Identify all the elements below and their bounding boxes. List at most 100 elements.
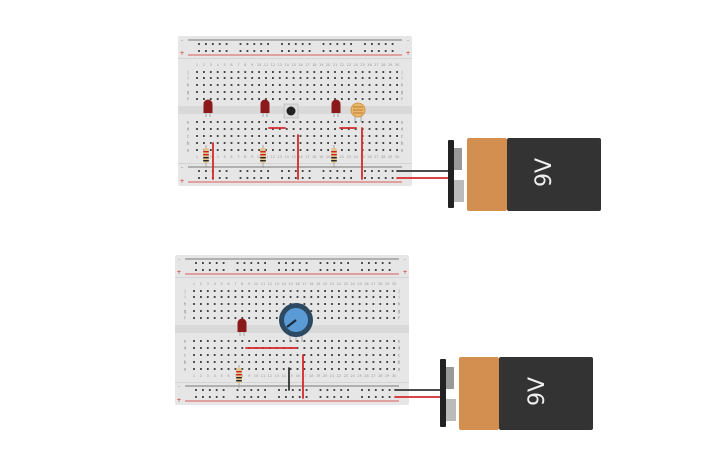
- terminal-hole[interactable]: [292, 128, 295, 130]
- terminal-hole[interactable]: [393, 368, 395, 370]
- terminal-hole[interactable]: [285, 135, 288, 137]
- terminal-hole[interactable]: [347, 121, 350, 123]
- terminal-hole[interactable]: [341, 149, 343, 151]
- rail-hole[interactable]: [260, 170, 263, 172]
- terminal-hole[interactable]: [324, 340, 326, 342]
- terminal-hole[interactable]: [361, 77, 364, 79]
- terminal-hole[interactable]: [389, 91, 392, 93]
- rail-hole[interactable]: [281, 43, 283, 45]
- terminal-hole[interactable]: [275, 296, 278, 298]
- terminal-hole[interactable]: [327, 128, 329, 130]
- rail-hole[interactable]: [239, 170, 242, 172]
- terminal-hole[interactable]: [396, 84, 398, 86]
- terminal-hole[interactable]: [255, 340, 257, 342]
- rail-hole[interactable]: [215, 389, 218, 391]
- rail-hole[interactable]: [294, 50, 297, 52]
- terminal-hole[interactable]: [317, 340, 320, 342]
- terminal-hole[interactable]: [251, 84, 254, 86]
- rail-hole[interactable]: [368, 389, 370, 391]
- rail-hole[interactable]: [384, 50, 387, 52]
- terminal-hole[interactable]: [248, 310, 251, 312]
- terminal-hole[interactable]: [317, 361, 320, 363]
- terminal-hole[interactable]: [317, 354, 320, 356]
- terminal-hole[interactable]: [368, 128, 371, 130]
- rail-hole[interactable]: [340, 269, 343, 271]
- terminal-hole[interactable]: [285, 128, 288, 130]
- terminal-hole[interactable]: [258, 91, 260, 93]
- rail-hole[interactable]: [319, 396, 322, 398]
- rail-hole[interactable]: [208, 396, 211, 398]
- rail-hole[interactable]: [374, 396, 377, 398]
- terminal-hole[interactable]: [265, 91, 267, 93]
- terminal-hole[interactable]: [338, 340, 340, 342]
- terminal-hole[interactable]: [317, 347, 320, 349]
- terminal-hole[interactable]: [310, 303, 313, 305]
- terminal-hole[interactable]: [248, 361, 251, 363]
- terminal-hole[interactable]: [358, 354, 361, 356]
- terminal-hole[interactable]: [396, 149, 398, 151]
- terminal-hole[interactable]: [382, 149, 385, 151]
- led[interactable]: [203, 99, 213, 118]
- terminal-hole[interactable]: [292, 98, 295, 100]
- terminal-hole[interactable]: [275, 317, 278, 319]
- terminal-hole[interactable]: [278, 91, 281, 93]
- rail-hole[interactable]: [285, 269, 287, 271]
- terminal-hole[interactable]: [227, 347, 230, 349]
- terminal-hole[interactable]: [203, 135, 205, 137]
- terminal-hole[interactable]: [193, 347, 195, 349]
- terminal-hole[interactable]: [351, 310, 354, 312]
- rail-hole[interactable]: [264, 396, 266, 398]
- terminal-hole[interactable]: [251, 121, 254, 123]
- terminal-hole[interactable]: [303, 296, 306, 298]
- terminal-hole[interactable]: [303, 361, 306, 363]
- terminal-hole[interactable]: [206, 296, 209, 298]
- rail-hole[interactable]: [208, 262, 211, 264]
- terminal-hole[interactable]: [299, 121, 302, 123]
- terminal-hole[interactable]: [244, 91, 247, 93]
- terminal-hole[interactable]: [230, 121, 233, 123]
- terminal-hole[interactable]: [296, 368, 299, 370]
- terminal-hole[interactable]: [278, 128, 281, 130]
- terminal-hole[interactable]: [313, 77, 316, 79]
- terminal-hole[interactable]: [244, 128, 247, 130]
- terminal-hole[interactable]: [351, 317, 354, 319]
- terminal-hole[interactable]: [289, 296, 292, 298]
- rail-hole[interactable]: [361, 269, 363, 271]
- rail-hole[interactable]: [195, 269, 197, 271]
- terminal-hole[interactable]: [334, 135, 336, 137]
- terminal-hole[interactable]: [196, 71, 198, 73]
- terminal-hole[interactable]: [313, 142, 316, 144]
- terminal-hole[interactable]: [213, 340, 216, 342]
- terminal-hole[interactable]: [324, 296, 326, 298]
- terminal-hole[interactable]: [292, 77, 295, 79]
- rail-hole[interactable]: [377, 170, 380, 172]
- rail-hole[interactable]: [195, 396, 197, 398]
- terminal-hole[interactable]: [344, 290, 347, 292]
- terminal-hole[interactable]: [338, 361, 340, 363]
- terminal-hole[interactable]: [327, 98, 329, 100]
- rail-hole[interactable]: [211, 50, 214, 52]
- terminal-hole[interactable]: [230, 142, 233, 144]
- terminal-hole[interactable]: [296, 354, 299, 356]
- resistor[interactable]: [331, 145, 337, 168]
- rail-hole[interactable]: [381, 396, 384, 398]
- rail-hole[interactable]: [267, 177, 269, 179]
- terminal-hole[interactable]: [196, 128, 198, 130]
- terminal-hole[interactable]: [248, 354, 251, 356]
- terminal-hole[interactable]: [206, 310, 209, 312]
- terminal-hole[interactable]: [358, 340, 361, 342]
- terminal-hole[interactable]: [220, 361, 223, 363]
- terminal-hole[interactable]: [234, 347, 237, 349]
- terminal-hole[interactable]: [262, 310, 264, 312]
- rail-hole[interactable]: [329, 170, 332, 172]
- terminal-hole[interactable]: [393, 354, 395, 356]
- terminal-hole[interactable]: [341, 91, 343, 93]
- terminal-hole[interactable]: [375, 71, 378, 73]
- terminal-hole[interactable]: [265, 84, 267, 86]
- terminal-hole[interactable]: [278, 149, 281, 151]
- terminal-hole[interactable]: [396, 71, 398, 73]
- rail-hole[interactable]: [294, 43, 297, 45]
- terminal-hole[interactable]: [244, 71, 247, 73]
- terminal-hole[interactable]: [262, 290, 264, 292]
